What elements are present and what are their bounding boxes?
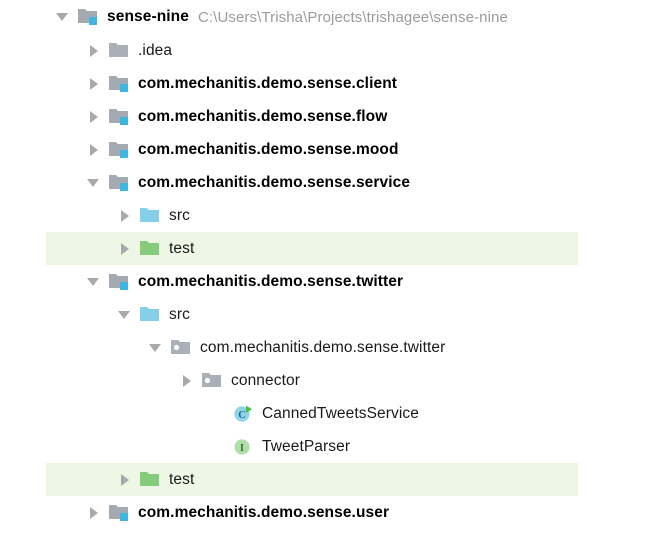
tree-row[interactable]: C CannedTweetsService [0, 397, 661, 430]
tree-row[interactable]: com.mechanitis.demo.sense.mood [0, 133, 661, 166]
tree-row-label: test [169, 470, 195, 488]
svg-text:I: I [240, 442, 244, 453]
no-twisty-spacer [209, 438, 227, 456]
tree-row[interactable]: com.mechanitis.demo.sense.client [0, 67, 661, 100]
svg-text:C: C [238, 410, 246, 421]
tree-row[interactable]: sense-nine C:\Users\Trisha\Projects\trish… [0, 0, 661, 34]
tree-row-label: sense-nine [107, 8, 189, 25]
project-path-label: C:\Users\Trisha\Projects\trishagee\sense… [197, 8, 508, 26]
tree-row-label: com.mechanitis.demo.sense.user [138, 503, 390, 521]
module-folder-icon [109, 503, 131, 523]
java-interface-icon: I [233, 437, 255, 457]
package-folder-icon [171, 338, 193, 358]
disclosure-triangle-expanded-icon[interactable] [54, 8, 72, 26]
disclosure-triangle-collapsed-icon[interactable] [85, 141, 103, 159]
disclosure-triangle-collapsed-icon[interactable] [85, 42, 103, 60]
tree-row-label: src [169, 206, 190, 224]
tree-row-label: TweetParser [262, 437, 351, 455]
module-folder-icon [78, 7, 100, 27]
tree-row[interactable]: connector [0, 364, 661, 397]
disclosure-triangle-expanded-icon[interactable] [85, 174, 103, 192]
source-folder-icon [140, 206, 162, 226]
tree-row[interactable]: com.mechanitis.demo.sense.service [0, 166, 661, 199]
tree-row[interactable]: src [0, 298, 661, 331]
tree-row-label: com.mechanitis.demo.sense.twitter [200, 338, 446, 356]
module-folder-icon [109, 107, 131, 127]
module-folder-icon [109, 74, 131, 94]
module-folder-icon [109, 140, 131, 160]
disclosure-triangle-collapsed-icon[interactable] [85, 504, 103, 522]
tree-row[interactable]: test [0, 463, 661, 496]
tree-row[interactable]: com.mechanitis.demo.sense.user [0, 496, 661, 529]
disclosure-triangle-expanded-icon[interactable] [85, 273, 103, 291]
test-folder-icon [140, 470, 162, 490]
tree-row-label: com.mechanitis.demo.sense.service [138, 173, 411, 191]
tree-row[interactable]: .idea [0, 34, 661, 67]
source-folder-icon [140, 305, 162, 325]
tree-row[interactable]: I TweetParser [0, 430, 661, 463]
tree-row-label: com.mechanitis.demo.sense.twitter [138, 272, 404, 290]
no-twisty-spacer [209, 405, 227, 423]
tree-row[interactable]: test [0, 232, 661, 265]
test-folder-icon [140, 239, 162, 259]
package-folder-icon [202, 371, 224, 391]
disclosure-triangle-collapsed-icon[interactable] [85, 108, 103, 126]
disclosure-triangle-expanded-icon[interactable] [147, 339, 165, 357]
tree-row-label: test [169, 239, 195, 257]
disclosure-triangle-collapsed-icon[interactable] [178, 372, 196, 390]
folder-icon [109, 41, 131, 61]
disclosure-triangle-collapsed-icon[interactable] [116, 240, 134, 258]
disclosure-triangle-collapsed-icon[interactable] [116, 207, 134, 225]
tree-row-label: com.mechanitis.demo.sense.mood [138, 140, 399, 158]
java-class-runnable-icon: C [233, 404, 255, 424]
tree-row[interactable]: com.mechanitis.demo.sense.flow [0, 100, 661, 133]
tree-row[interactable]: src [0, 199, 661, 232]
module-folder-icon [109, 173, 131, 193]
disclosure-triangle-expanded-icon[interactable] [116, 306, 134, 324]
tree-row-label: CannedTweetsService [262, 404, 419, 422]
tree-row-label: .idea [138, 41, 173, 59]
tree-row[interactable]: com.mechanitis.demo.sense.twitter [0, 265, 661, 298]
tree-row-label: connector [231, 371, 300, 389]
tree-row-label: com.mechanitis.demo.sense.client [138, 74, 398, 92]
tree-row-label: com.mechanitis.demo.sense.flow [138, 107, 388, 125]
disclosure-triangle-collapsed-icon[interactable] [116, 471, 134, 489]
tree-row[interactable]: com.mechanitis.demo.sense.twitter [0, 331, 661, 364]
tree-row-label: src [169, 305, 190, 323]
disclosure-triangle-collapsed-icon[interactable] [85, 75, 103, 93]
module-folder-icon [109, 272, 131, 292]
